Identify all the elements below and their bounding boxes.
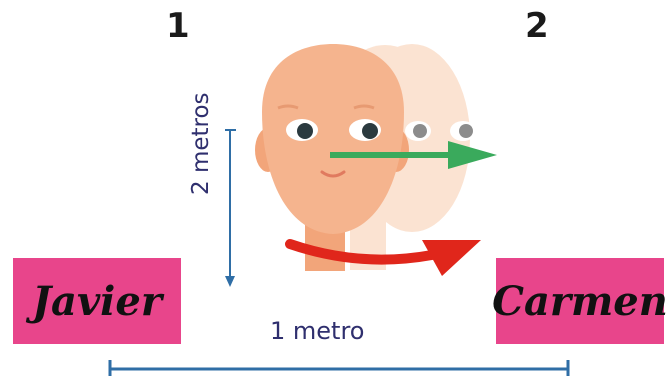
name-card-carmen: Carmen [496,258,664,344]
vertical-distance-marker [225,130,236,287]
name-javier: Javier [32,278,162,325]
horizontal-distance-marker [110,360,568,376]
name-carmen: Carmen [492,278,667,325]
name-card-javier: Javier [13,258,181,344]
vertical-distance-label: 2 metros [188,75,214,195]
horizontal-distance-label: 1 metro [270,317,364,345]
